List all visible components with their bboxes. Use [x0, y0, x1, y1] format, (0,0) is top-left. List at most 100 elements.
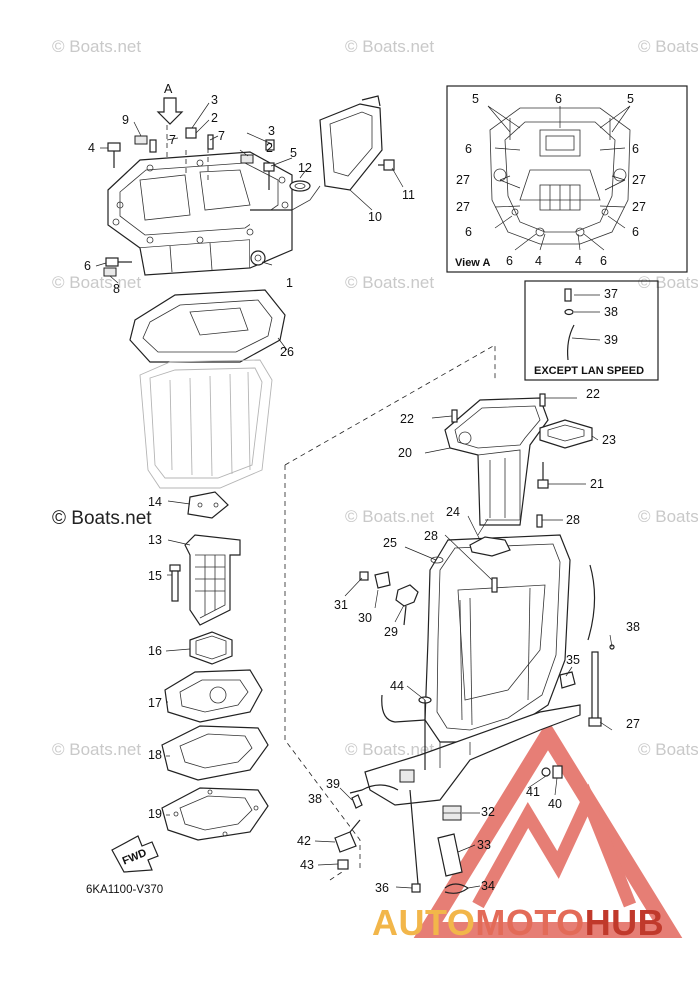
callout: 23: [602, 433, 616, 447]
callout: 2: [266, 141, 273, 155]
watermarks: © Boats.net © Boats.net © Boats.net © Bo…: [52, 37, 698, 759]
callout: 34: [481, 879, 495, 893]
callout-39: 39: [604, 333, 618, 347]
callout: 24: [446, 505, 460, 519]
callout: 9: [122, 113, 129, 127]
brand-auto: AUTO: [372, 902, 475, 943]
view-a-callout: 27: [632, 200, 646, 214]
watermark-text: © Boats.net: [345, 37, 434, 56]
view-a-callout: 6: [632, 225, 639, 239]
callout: 33: [477, 838, 491, 852]
view-a-callout: 4: [535, 254, 542, 268]
callout: 20: [398, 446, 412, 460]
callout: 13: [148, 533, 162, 547]
callout: 28: [566, 513, 580, 527]
view-a-callout: 6: [506, 254, 513, 268]
view-a-callout: 6: [632, 142, 639, 156]
callout: 11: [402, 188, 415, 202]
callout: 42: [297, 834, 311, 848]
view-a-callout: 6: [555, 92, 562, 106]
callout: 36: [375, 881, 389, 895]
left-column-parts: FWD: [111, 491, 269, 873]
callout: 41: [526, 785, 540, 799]
view-a-callout: 6: [600, 254, 607, 268]
watermark-text: © Boats.net: [638, 507, 698, 526]
callout-37: 37: [604, 287, 618, 301]
callout: 22: [586, 387, 600, 401]
callout: 16: [148, 644, 162, 658]
callout: 19: [148, 807, 162, 821]
callout: 5: [290, 146, 297, 160]
view-a-callout: 27: [632, 173, 646, 187]
upper-casing: [95, 102, 293, 284]
watermark-text: © Boats.net: [52, 273, 141, 292]
watermark-text: © Boats.net: [638, 37, 698, 56]
except-lan-speed-inset: 37 38 39 EXCEPT LAN SPEED: [524, 280, 659, 381]
gasket-26: [129, 289, 286, 363]
callout: 44: [390, 679, 404, 693]
callout: 38: [308, 792, 322, 806]
watermark-text: © Boats.net: [345, 273, 434, 292]
callout: 38: [626, 620, 640, 634]
callouts: 3 2 9 7 7 3 4 2 5 12 11 10 6 1 8 26 22 2…: [84, 93, 640, 895]
callout: 40: [548, 797, 562, 811]
watermark-text: © Boats.net: [52, 37, 141, 56]
callout: 7: [169, 133, 176, 147]
callout: 18: [148, 748, 162, 762]
view-a-arrow-label: A: [164, 82, 173, 96]
callout: 39: [326, 777, 340, 791]
view-a-inset: 5 6 5 6 6 27 27 27 27 6 6 6 4 4 6 View A: [446, 85, 688, 273]
upper-case-housing: [344, 515, 615, 806]
callout: 15: [148, 569, 162, 583]
callout: 25: [383, 536, 397, 550]
callout: 43: [300, 858, 314, 872]
callout-38: 38: [604, 305, 618, 319]
watermark-text: © Boats.net: [345, 507, 434, 526]
view-a-callout: 27: [456, 173, 470, 187]
callout: 35: [566, 653, 580, 667]
callout: 27: [626, 717, 640, 731]
watermark-text: © Boats.net: [638, 273, 698, 292]
brand-logo: [413, 719, 683, 938]
watermark-text-dark: © Boats.net: [52, 508, 152, 529]
callout: 8: [113, 282, 120, 296]
view-a-callout: 5: [627, 92, 634, 106]
callout: 22: [400, 412, 414, 426]
callout: 17: [148, 696, 162, 710]
callout: 28: [424, 529, 438, 543]
view-a-title: View A: [455, 257, 491, 269]
callout: 26: [280, 345, 294, 359]
view-a-frame: [446, 85, 688, 273]
callout: 31: [334, 598, 348, 612]
callout: 1: [286, 276, 293, 290]
callout: 3: [211, 93, 218, 107]
view-a-callout: 6: [465, 142, 472, 156]
except-lan-speed-frame: [524, 280, 659, 381]
diagram-code: 6KA1100-V370: [86, 884, 163, 896]
view-a-callout: 5: [472, 92, 479, 106]
watermark-text: © Boats.net: [638, 740, 698, 759]
exhaust-guide-20: [424, 393, 599, 536]
ghost-oil-pan: [139, 359, 273, 489]
lower-components: [314, 765, 563, 894]
view-a-callout: 6: [465, 225, 472, 239]
callout: 7: [218, 129, 225, 143]
view-a-arrow: A: [156, 82, 184, 125]
callout: 12: [298, 161, 312, 175]
callout: 10: [368, 210, 382, 224]
callout: 30: [358, 611, 372, 625]
watermark-text: © Boats.net: [52, 740, 141, 759]
callout: 29: [384, 625, 398, 639]
callout: 3: [268, 124, 275, 138]
callout: 14: [148, 495, 162, 509]
view-a-callout: 4: [575, 254, 582, 268]
brand-wordmark: AUTOMOTOHUB: [372, 902, 664, 943]
brand-hub: HUB: [585, 902, 665, 943]
callout: 21: [590, 477, 604, 491]
brand-moto: MOTO: [475, 902, 584, 943]
except-lan-speed-title: EXCEPT LAN SPEED: [534, 365, 644, 377]
exhaust-cover: [289, 95, 404, 211]
watermark-text: © Boats.net: [345, 740, 434, 759]
view-a-callout: 27: [456, 200, 470, 214]
